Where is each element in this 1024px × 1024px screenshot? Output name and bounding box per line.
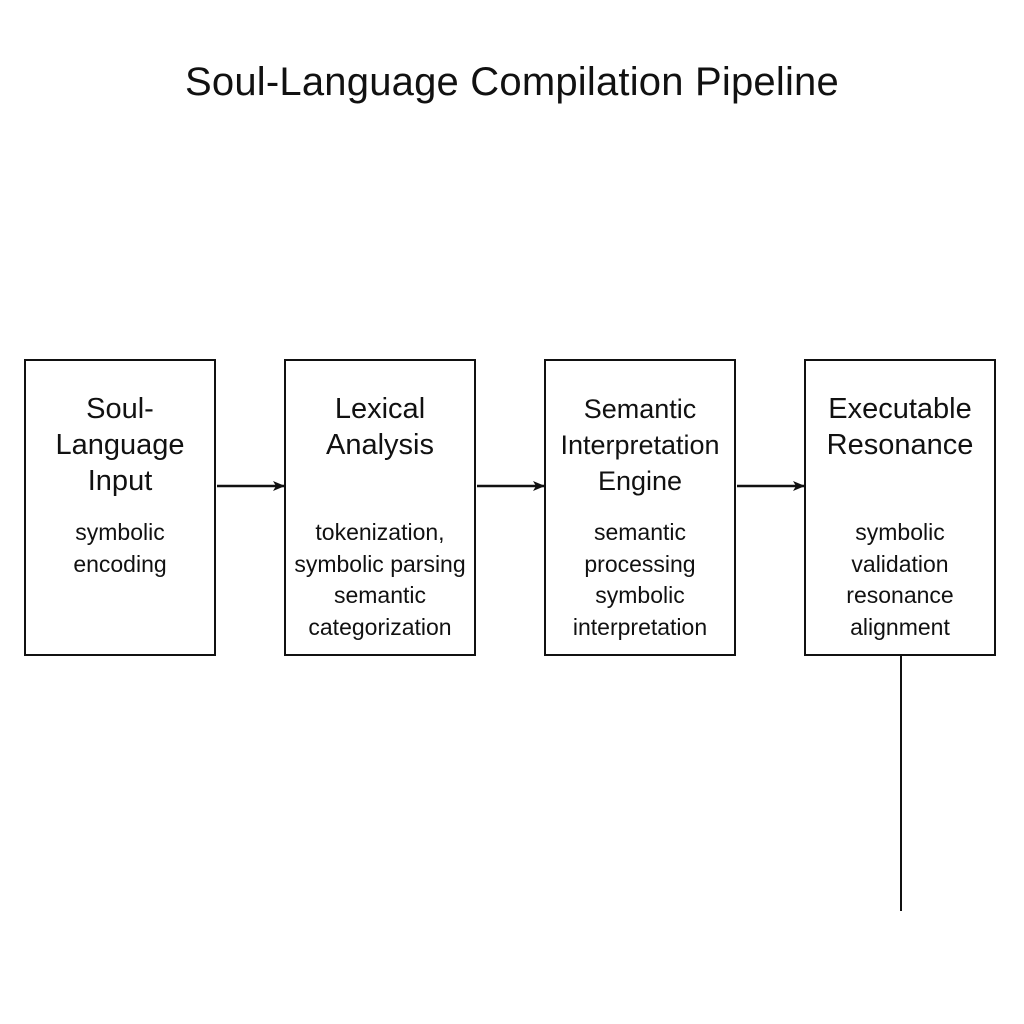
stage-description: tokenization, symbolic parsing semantic … [294, 519, 466, 640]
stage-box-soul-language-input: Soul- Language Input symbolic encoding [24, 359, 216, 656]
stage-title: Executable Resonance [826, 393, 974, 461]
stage-box-executable-resonance: Executable Resonance symbolic validation… [804, 359, 996, 656]
stage-description: semantic processing symbolic interpretat… [572, 519, 708, 640]
diagram-title: Soul-Language Compilation Pipeline [185, 60, 839, 104]
stage-box-semantic-interpretation-engine: Semantic Interpretation Engine semantic … [544, 359, 736, 656]
stage-box-lexical-analysis: Lexical Analysis tokenization, symbolic … [284, 359, 476, 656]
stage-title: Soul- Language Input [55, 393, 185, 497]
stage-description: symbolic validation resonance alignment [846, 519, 954, 640]
stage-title: Semantic Interpretation Engine [560, 394, 720, 496]
stage-title: Lexical Analysis [326, 393, 434, 461]
stage-description: symbolic encoding [73, 519, 167, 577]
